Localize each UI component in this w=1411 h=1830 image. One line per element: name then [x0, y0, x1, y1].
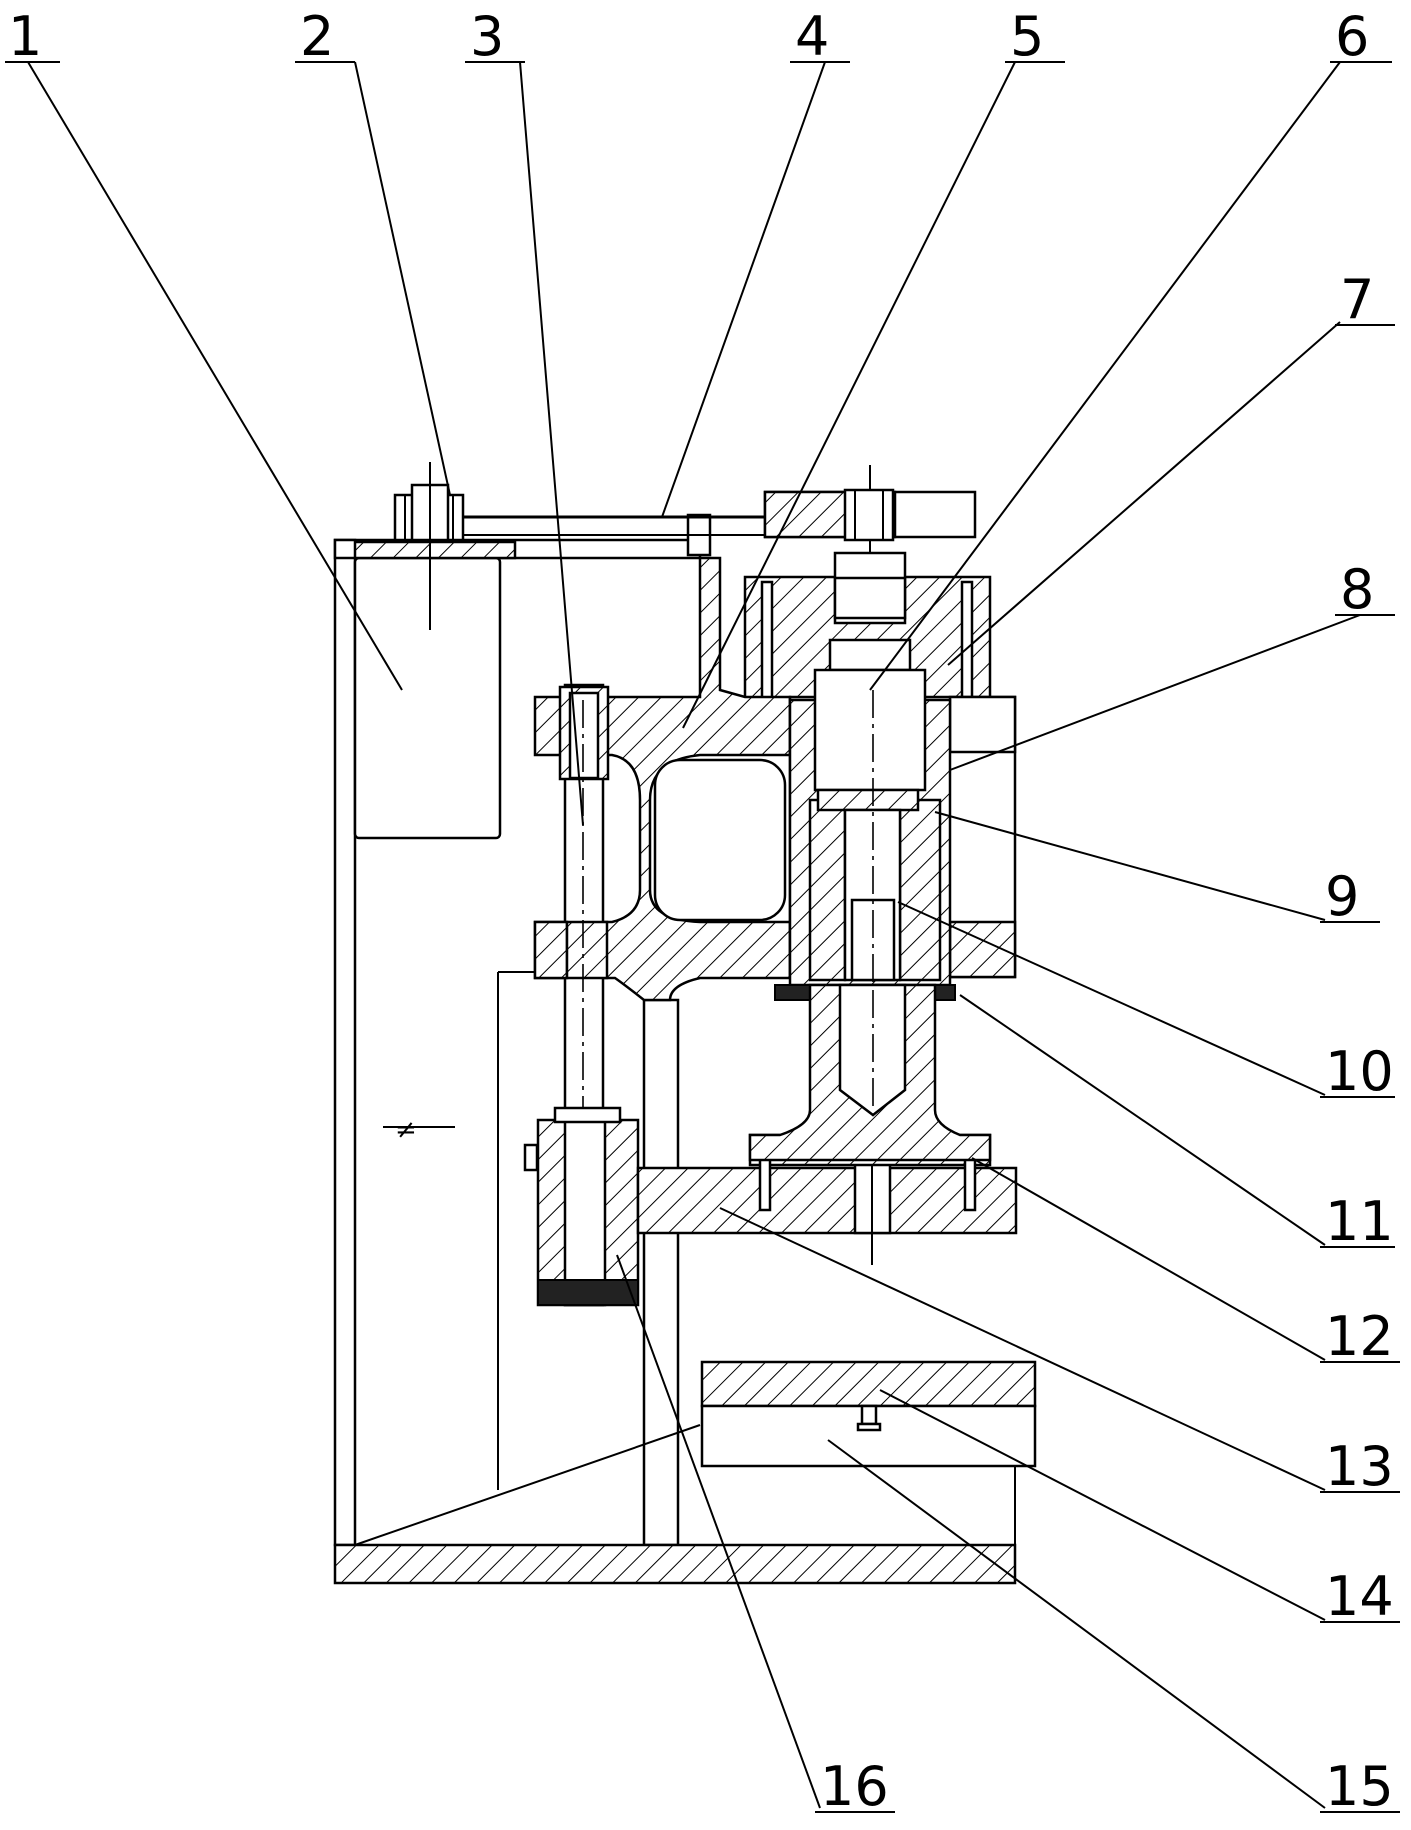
svg-text:15: 15 [1325, 1755, 1394, 1818]
svg-text:16: 16 [820, 1755, 889, 1818]
large-pulley [763, 465, 977, 690]
machine-frame [333, 513, 1017, 1585]
callout-3: 3 [465, 5, 525, 68]
svg-text:11: 11 [1325, 1190, 1394, 1253]
svg-text:7: 7 [1340, 268, 1374, 331]
callout-11: 11 [1320, 1190, 1395, 1253]
callout-7: 7 [1335, 268, 1395, 331]
spindle-assembly [748, 668, 1017, 1162]
callout-1: 1 [5, 5, 60, 68]
callout-12: 12 [1320, 1305, 1400, 1368]
callout-4: 4 [790, 5, 850, 68]
svg-text:2: 2 [300, 5, 334, 68]
callout-2: 2 [295, 5, 355, 68]
callout-9: 9 [1320, 865, 1380, 928]
svg-text:6: 6 [1335, 5, 1369, 68]
svg-text:14: 14 [1325, 1565, 1394, 1628]
svg-text:10: 10 [1325, 1040, 1394, 1103]
callout-8: 8 [1335, 558, 1395, 621]
svg-text:13: 13 [1325, 1435, 1394, 1498]
work-table [700, 1360, 1037, 1468]
svg-text:8: 8 [1340, 558, 1374, 621]
leader-lines [27, 61, 1361, 1809]
svg-text:5: 5 [1010, 5, 1044, 68]
svg-text:1: 1 [8, 5, 42, 68]
motor [353, 540, 517, 840]
guide-sleeve [523, 1106, 640, 1307]
callout-16: 16 [815, 1755, 895, 1818]
callout-14: 14 [1320, 1565, 1400, 1628]
svg-text:9: 9 [1325, 865, 1359, 928]
callout-13: 13 [1320, 1435, 1400, 1498]
svg-text:3: 3 [470, 5, 504, 68]
belt [463, 515, 770, 536]
svg-text:12: 12 [1325, 1305, 1394, 1368]
callout-15: 15 [1320, 1755, 1400, 1818]
callout-labels: 1 2 3 4 5 6 7 8 [5, 5, 1400, 1818]
frame-annotation-symbol: ≠ [395, 1115, 417, 1145]
callout-5: 5 [1005, 5, 1065, 68]
svg-text:4: 4 [795, 5, 829, 68]
callout-6: 6 [1330, 5, 1392, 68]
callout-10: 10 [1320, 1040, 1395, 1103]
